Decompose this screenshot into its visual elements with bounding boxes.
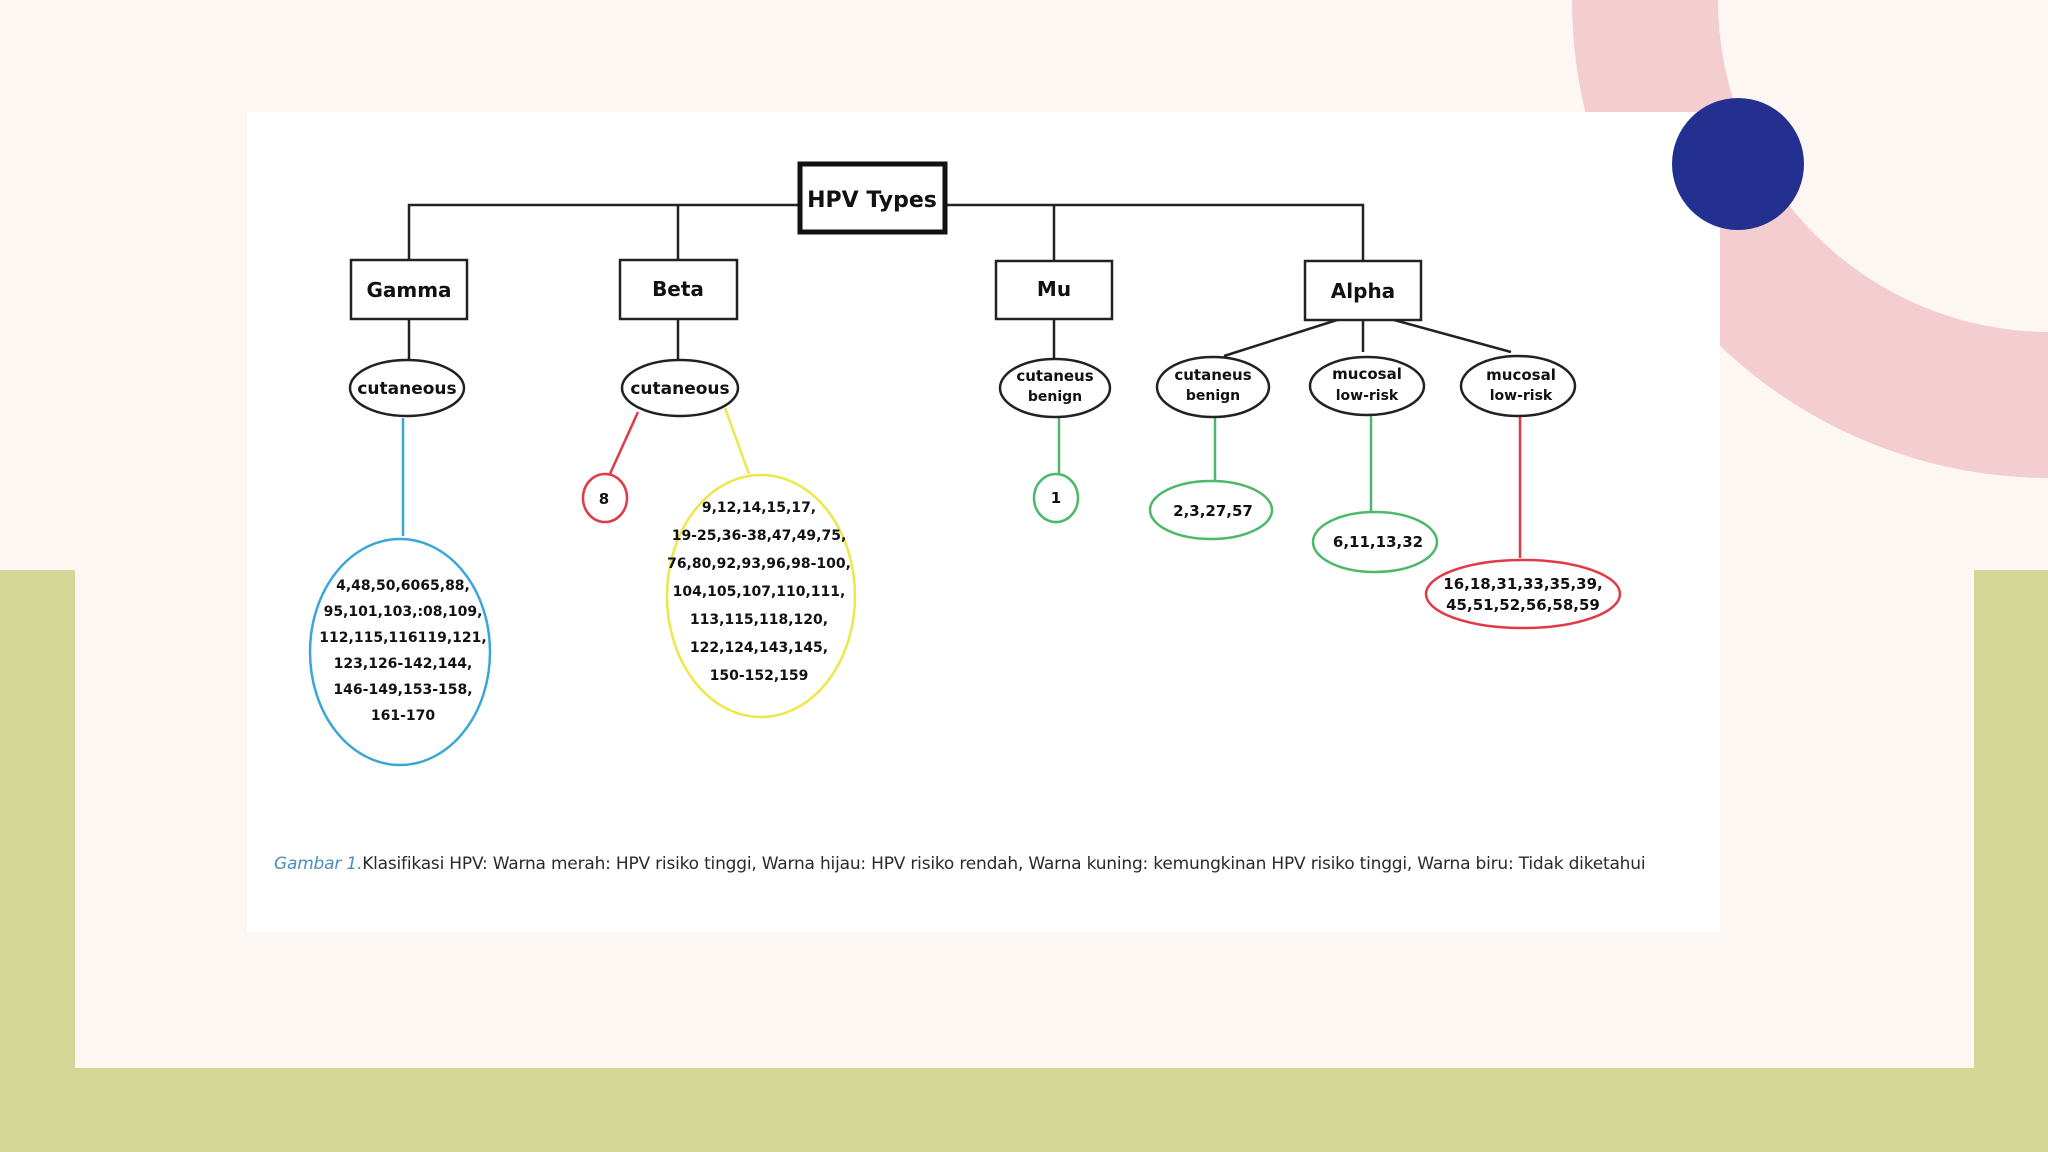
types-node-alpha-mucosal-2: 16,18,31,33,35,39, 45,51,52,56,58,59 [1424,558,1622,630]
types-node-beta-list: 9,12,14,15,17, 19-25,36-38,47,49,75, 76,… [665,473,857,719]
tropism-node-alpha-mucosal-2: mucosal low-risk [1459,354,1577,418]
types-line: 19-25,36-38,47,49,75, [672,528,847,544]
tropism-label: cutaneus [1174,366,1251,384]
types-node-alpha-mucosal-1: 6,11,13,32 [1311,510,1439,574]
tropism-node-alpha-cutaneus: cutaneus benign [1155,355,1271,419]
types-line: 16,18,31,33,35,39, [1443,575,1602,593]
tropism-label: benign [1028,389,1082,405]
types-line: 95,101,103,:08,109, [324,604,483,620]
types-line: 2,3,27,57 [1173,502,1253,520]
genus-node-beta: Beta [618,258,739,321]
types-line: 112,115,116119,121, [319,630,486,646]
types-line: 6,11,13,32 [1333,533,1423,551]
types-line: 146-149,153-158, [333,682,472,698]
figure-card: HPV Types Gamma Beta Mu Alpha [247,112,1720,932]
genus-node-alpha: Alpha [1303,259,1423,322]
tropism-label: low-risk [1490,388,1553,404]
tropism-node-mu: cutaneus benign [998,357,1112,419]
types-line: 4,48,50,6065,88, [336,578,470,594]
tropism-node-beta: cutaneous [620,358,740,418]
root-label: HPV Types [807,188,937,213]
tropism-label: cutaneous [630,379,729,399]
types-line: 1 [1051,489,1061,507]
types-node-alpha-cutaneus: 2,3,27,57 [1148,479,1274,541]
types-line: 161-170 [371,708,436,724]
types-line: 104,105,107,110,111, [673,584,846,600]
figure-caption: Gambar 1.Klasifikasi HPV: Warna merah: H… [274,854,1714,874]
types-node-beta-8: 8 [581,472,629,524]
hpv-classification-tree: HPV Types Gamma Beta Mu Alpha [308,161,1622,767]
caption-text: Klasifikasi HPV: Warna merah: HPV risiko… [362,854,1646,874]
tropism-label: benign [1186,388,1240,404]
types-line: 45,51,52,56,58,59 [1446,596,1600,614]
tropism-label: low-risk [1336,388,1399,404]
types-node-mu: 1 [1032,472,1080,524]
figure-label: Gambar 1. [274,854,363,874]
root-node: HPV Types [797,161,948,235]
types-line: 76,80,92,93,96,98-100, [667,556,851,572]
genus-label-gamma: Gamma [366,278,451,302]
tropism-label: mucosal [1486,366,1556,384]
genus-node-mu: Mu [994,259,1114,321]
tropism-node-alpha-mucosal-1: mucosal low-risk [1308,355,1426,417]
genus-label-alpha: Alpha [1331,279,1395,303]
types-line: 123,126-142,144, [334,656,473,672]
type-connectors [401,407,1522,558]
genus-label-beta: Beta [652,277,704,301]
tropism-label: cutaneus [1016,367,1093,385]
types-line: 9,12,14,15,17, [702,500,816,516]
genus-node-gamma: Gamma [349,258,469,321]
tree-connectors [407,203,1512,359]
tropism-node-gamma: cutaneous [348,358,466,418]
types-line: 8 [599,490,609,508]
types-line: 150-152,159 [710,668,809,684]
genus-label-mu: Mu [1037,277,1071,301]
types-line: 122,124,143,145, [690,640,828,656]
tropism-label: cutaneous [357,379,456,399]
types-line: 113,115,118,120, [690,612,828,628]
tropism-label: mucosal [1332,365,1402,383]
types-node-gamma: 4,48,50,6065,88, 95,101,103,:08,109, 112… [308,537,492,767]
